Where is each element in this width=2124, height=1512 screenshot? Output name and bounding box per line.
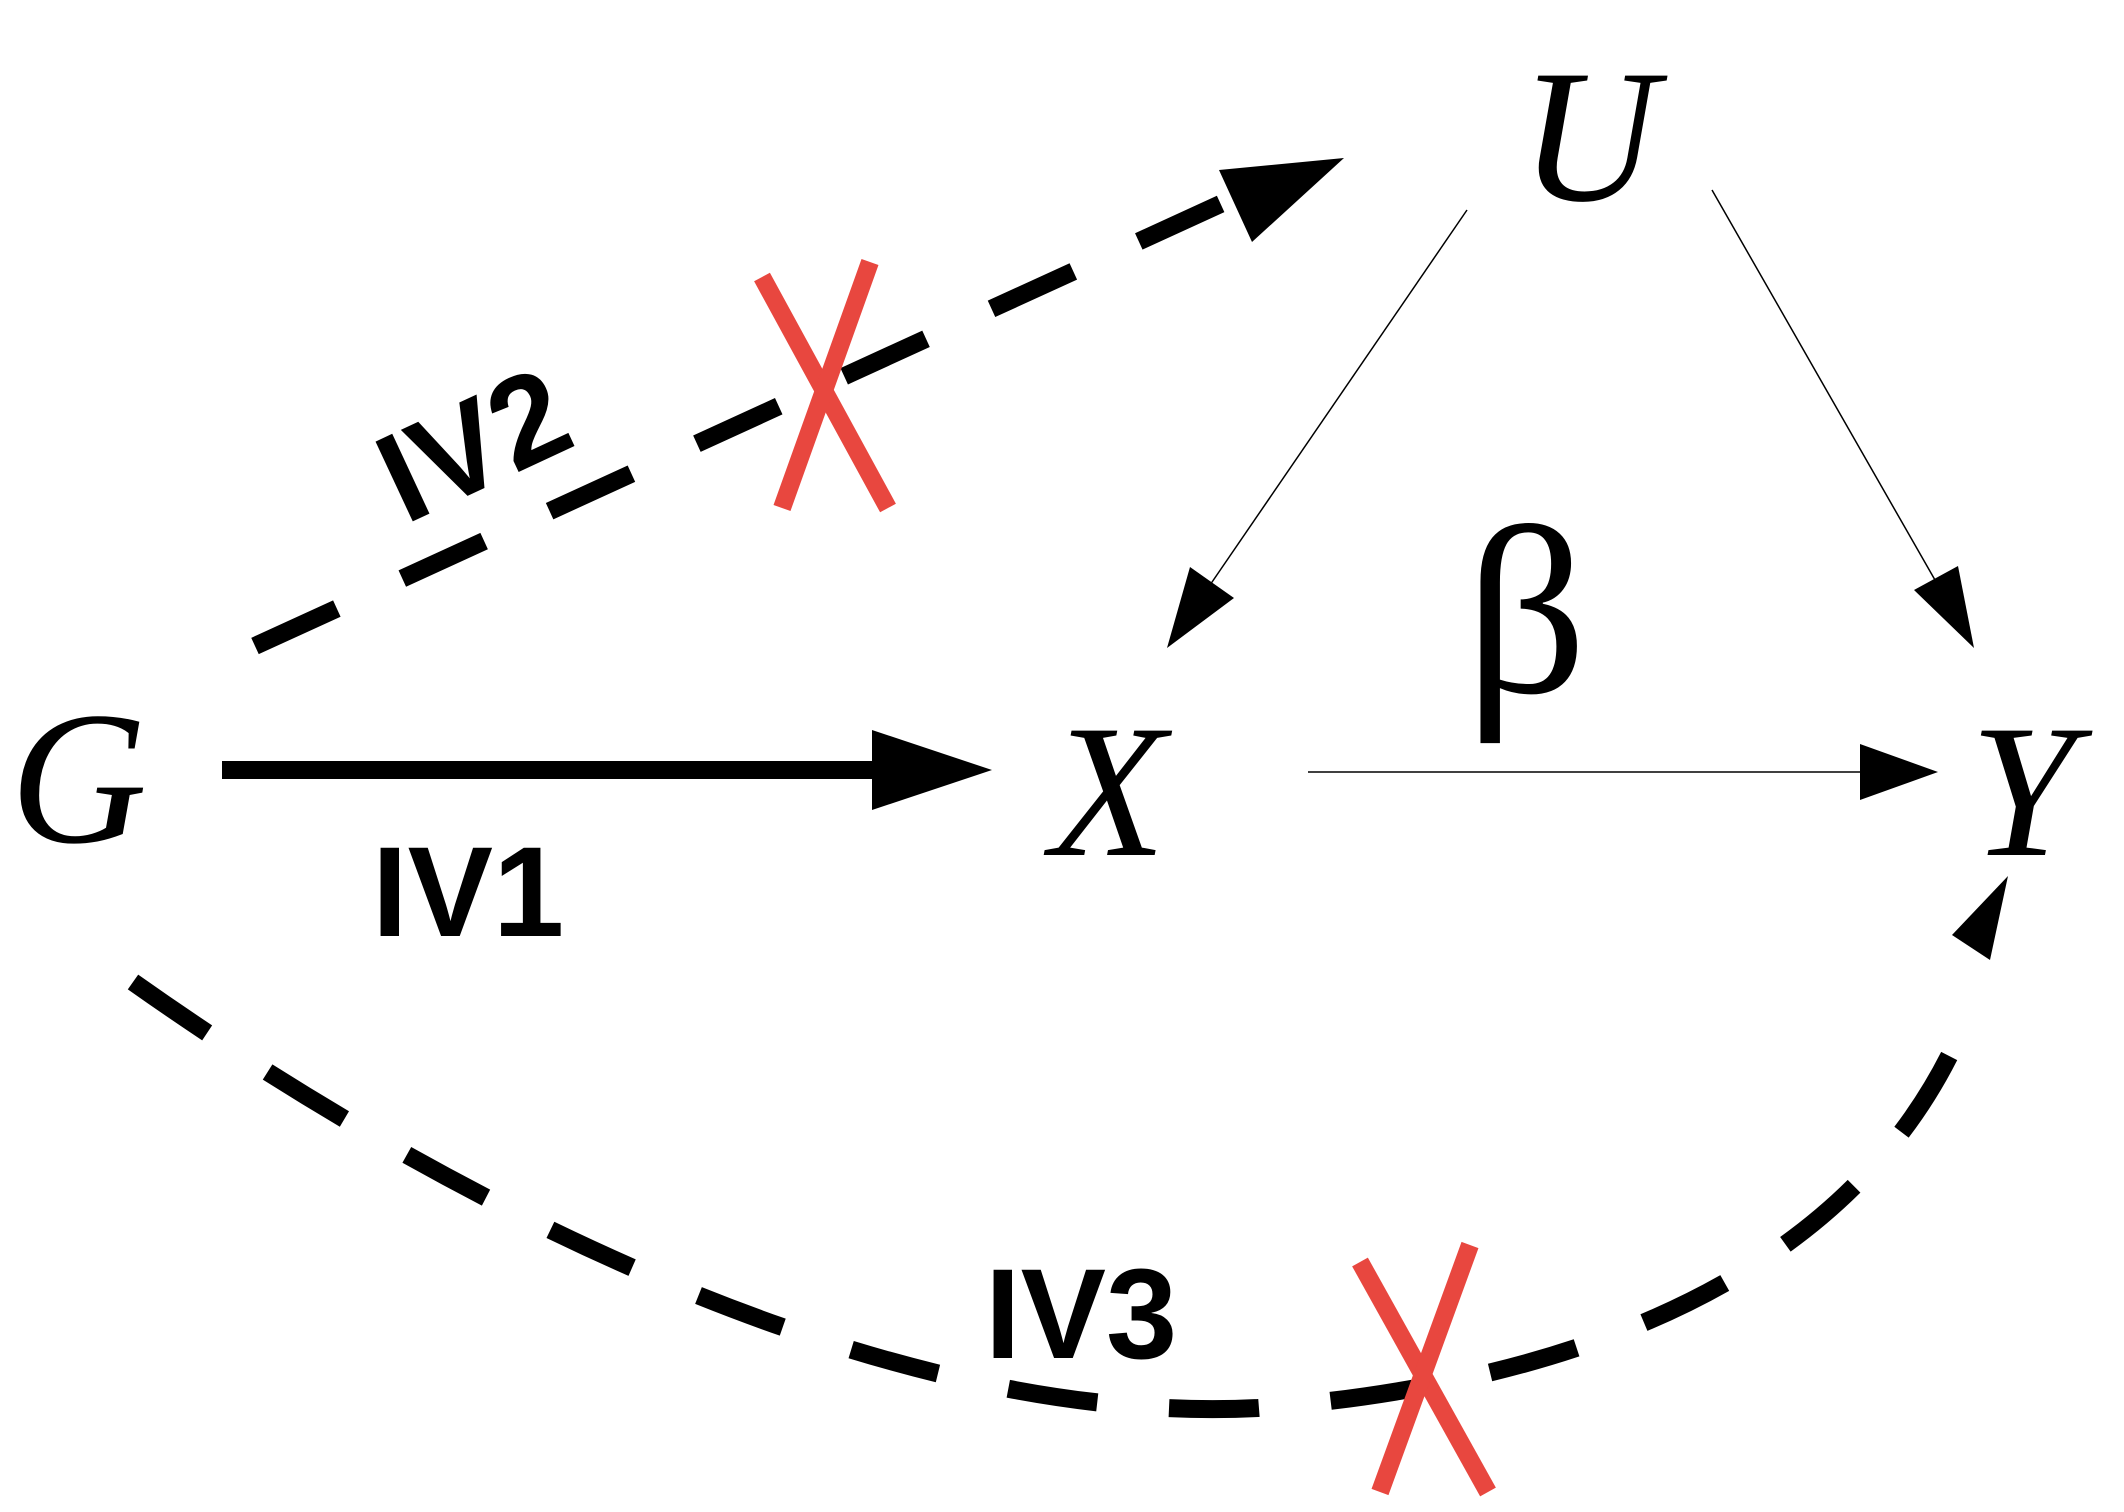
edge-g-to-u <box>251 158 1344 655</box>
edge-u-to-x <box>1167 209 1468 648</box>
edge-g-to-x <box>222 730 992 810</box>
label-beta: β <box>1465 478 1587 744</box>
violation-mark-iv3 <box>1352 1241 1496 1497</box>
label-iv1: IV1 <box>372 821 564 964</box>
arrowhead <box>1952 876 2008 960</box>
edge-u-to-y <box>1711 189 1974 648</box>
arrowhead <box>1860 744 1938 800</box>
node-u: U <box>1520 32 1668 242</box>
violation-mark-iv2 <box>754 258 896 513</box>
arrowhead <box>1219 158 1344 242</box>
node-x: X <box>1043 687 1173 897</box>
node-y: Y <box>1970 687 2093 897</box>
edge-x-to-y <box>1308 744 1938 800</box>
label-iv2: IV2 <box>356 340 591 551</box>
arrowhead <box>1167 567 1234 648</box>
arrowhead <box>872 730 992 810</box>
arrowhead <box>1914 566 1974 648</box>
node-g: G <box>10 674 147 884</box>
label-iv3: IV3 <box>985 1243 1177 1386</box>
edge-g-to-y <box>127 876 2008 1419</box>
